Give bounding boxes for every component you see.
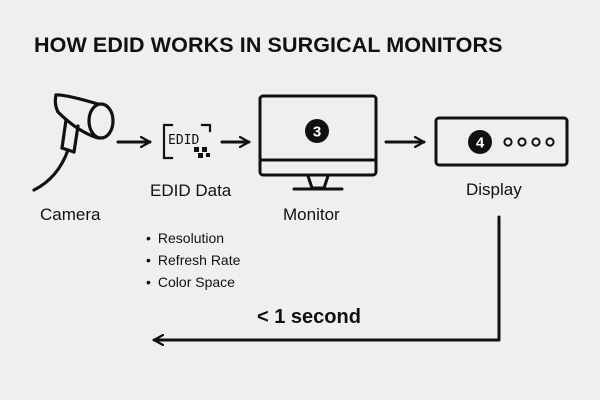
monitor-icon (258, 94, 378, 191)
monitor-step-number: 3 (313, 124, 321, 141)
edid-field-list: Resolution Refresh Rate Color Space (146, 227, 240, 293)
edid-field-item: Color Space (146, 271, 240, 293)
monitor-label: Monitor (283, 205, 340, 224)
edid-chip-icon (162, 123, 212, 160)
edid-data-label: EDID Data (150, 181, 232, 200)
display-device-icon (434, 116, 569, 167)
edid-field-item: Resolution (146, 227, 240, 249)
display-step-number: 4 (476, 135, 485, 152)
monitor-step-badge (305, 119, 329, 143)
camera-icon (32, 93, 115, 192)
display-step-badge (468, 130, 492, 154)
return-time-label: < 1 second (257, 306, 361, 328)
return-path-arrow (152, 215, 501, 340)
display-label: Display (466, 180, 522, 199)
edid-field-item: Refresh Rate (146, 249, 240, 271)
edid-chip-text: EDID (168, 133, 199, 148)
camera-label: Camera (40, 205, 101, 224)
page-title: HOW EDID WORKS IN SURGICAL MONITORS (34, 33, 503, 57)
